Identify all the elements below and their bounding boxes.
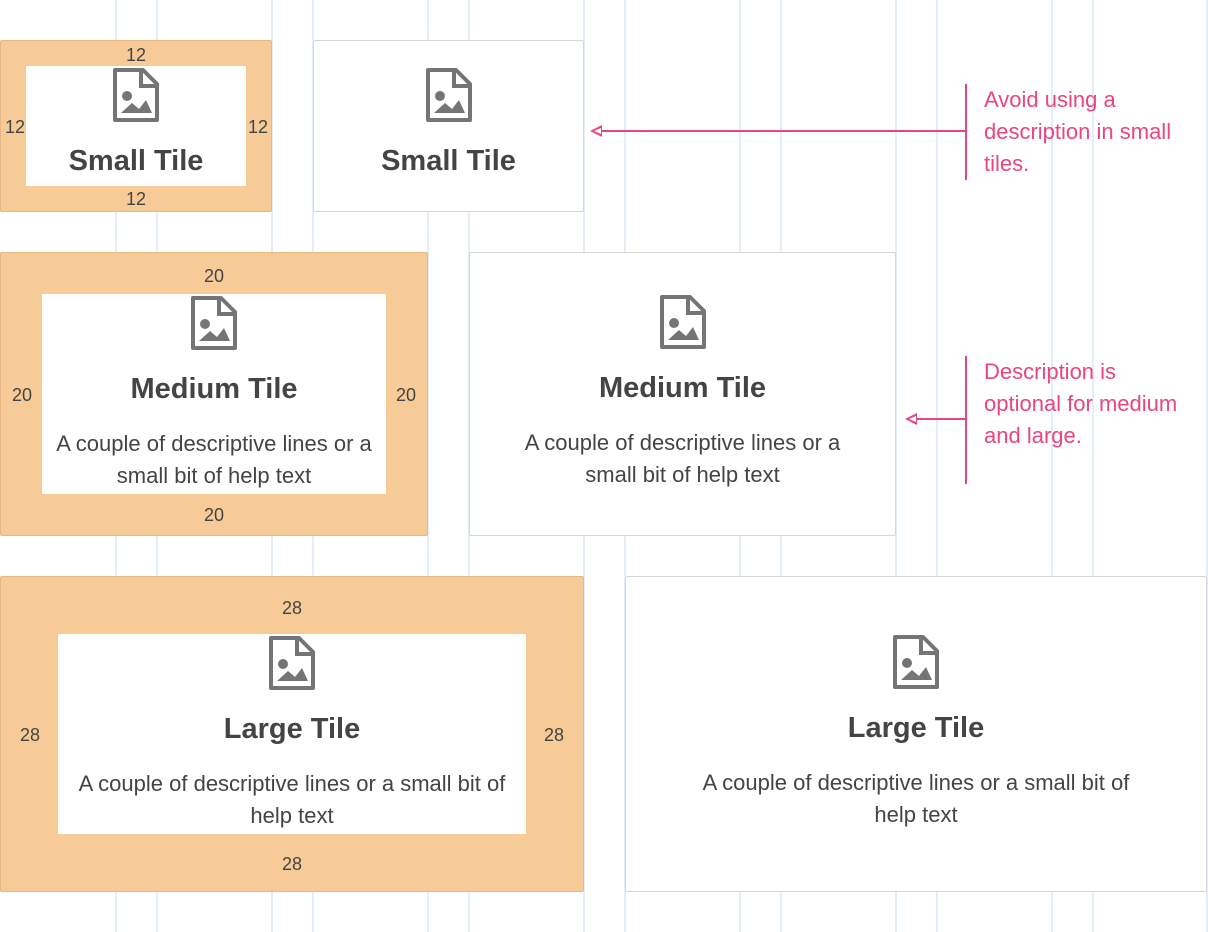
tile-title: Medium Tile (598, 372, 767, 404)
padding-top-label: 28 (281, 598, 303, 618)
tile-title: Large Tile (847, 712, 985, 744)
small-tile[interactable]: Small Tile (313, 40, 584, 212)
tile-content-area: Medium Tile A couple of descriptive line… (42, 294, 386, 494)
image-file-icon (112, 67, 160, 123)
tile-content-area: Large Tile A couple of descriptive lines… (58, 634, 526, 834)
arrow-head-hollow (909, 416, 916, 422)
padding-bottom-label: 28 (281, 854, 303, 874)
image-file-icon (268, 635, 316, 691)
annotation-description-optional: Description is optional for medium and l… (984, 359, 1178, 448)
annotation-arrow (600, 130, 967, 132)
padding-right-label: 12 (247, 117, 269, 137)
image-file-icon (892, 634, 940, 690)
annotation-bracket (965, 84, 967, 180)
padding-right-label: 28 (543, 725, 565, 745)
tile-description: A couple of descriptive lines or a small… (524, 430, 841, 487)
grid-line (895, 0, 897, 932)
small-tile-spec: 12 12 12 12 Small Tile (0, 40, 272, 212)
image-file-icon (425, 67, 473, 123)
tile-title: Small Tile (381, 145, 516, 177)
annotation-small-tiles: Avoid using a description in small tiles… (984, 87, 1172, 176)
grid-line (1051, 0, 1053, 932)
annotation-bracket (965, 356, 967, 484)
padding-left-label: 12 (4, 117, 26, 137)
tile-description: A couple of descriptive lines or a small… (702, 770, 1130, 827)
padding-bottom-label: 20 (203, 505, 225, 525)
large-tile-spec: 28 28 28 28 Large Tile A couple of descr… (0, 576, 584, 892)
large-tile[interactable]: Large Tile A couple of descriptive lines… (625, 576, 1207, 892)
tile-title: Medium Tile (130, 373, 298, 405)
tile-title: Small Tile (68, 145, 204, 177)
grid-line (427, 0, 429, 932)
tile-content-area: Small Tile (26, 66, 246, 186)
padding-bottom-label: 12 (125, 189, 147, 209)
image-file-icon (190, 295, 238, 351)
padding-top-label: 12 (125, 45, 147, 65)
tile-description: A couple of descriptive lines or a small… (78, 771, 506, 828)
tile-title: Large Tile (223, 713, 361, 745)
image-file-icon (659, 294, 707, 350)
grid-line (1206, 0, 1208, 932)
padding-left-label: 28 (19, 725, 41, 745)
medium-tile[interactable]: Medium Tile A couple of descriptive line… (469, 252, 896, 536)
tile-description: A couple of descriptive lines or a small… (56, 431, 372, 488)
medium-tile-spec: 20 20 20 20 Medium Tile A couple of desc… (0, 252, 428, 536)
padding-right-label: 20 (395, 385, 417, 405)
grid-line (1092, 0, 1094, 932)
annotation-arrow (915, 418, 967, 420)
arrow-head-hollow (594, 128, 601, 134)
padding-left-label: 20 (11, 385, 33, 405)
padding-top-label: 20 (203, 266, 225, 286)
grid-line (936, 0, 938, 932)
